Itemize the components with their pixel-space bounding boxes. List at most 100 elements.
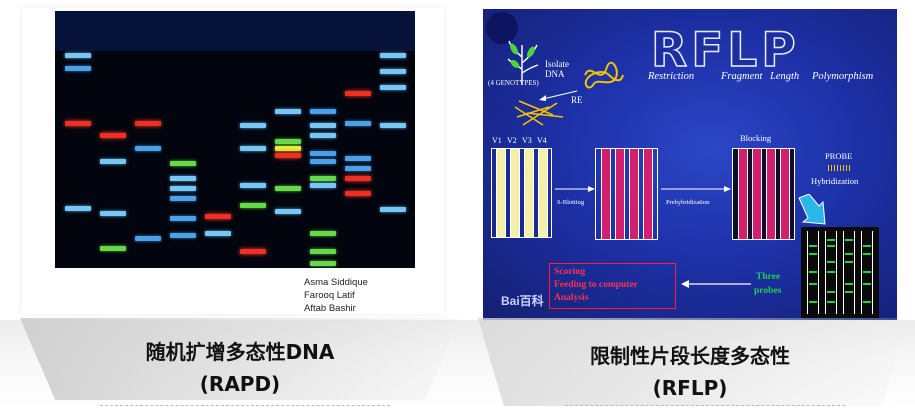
- left-arrow-icon: [681, 280, 751, 288]
- probe-band: [863, 301, 871, 303]
- gel-lanes-yellow: [491, 148, 552, 238]
- gel-band: [345, 166, 371, 171]
- probe-band: [827, 261, 835, 263]
- probe-band: [845, 261, 853, 263]
- down-arrow-icon: [798, 194, 826, 225]
- gel-band: [310, 109, 336, 114]
- blocking-label: Blocking: [740, 133, 772, 143]
- gel-band: [310, 176, 336, 181]
- three-label: Three: [756, 272, 781, 282]
- sblot-arrow-icon: [555, 186, 595, 192]
- lane-label-v1: V1: [492, 136, 502, 145]
- gel-band: [170, 233, 196, 238]
- rapd-gel-image: [55, 11, 415, 268]
- probe-band: [827, 301, 835, 303]
- probe-icon: [828, 165, 852, 171]
- re-arrow-icon: [539, 90, 578, 101]
- gel-band: [310, 123, 336, 128]
- gel-band: [65, 53, 91, 58]
- probe-band: [809, 245, 817, 247]
- gel-band: [135, 236, 161, 241]
- rflp-caption-line1: 限制性片段长度多态性: [590, 344, 790, 368]
- gel-band: [310, 159, 336, 164]
- gel-band: [380, 85, 406, 90]
- gel-band: [65, 121, 91, 126]
- rflp-caption: 限制性片段长度多态性 (RFLP): [545, 340, 835, 404]
- gel-band: [310, 133, 336, 138]
- gel-band: [380, 123, 406, 128]
- prehyb-arrow-icon: [661, 186, 731, 192]
- gel-band: [380, 69, 406, 74]
- membrane-blocking: [732, 148, 795, 240]
- gel-band: [205, 231, 231, 236]
- probe-label: PROBE: [825, 151, 853, 161]
- gel-band: [310, 249, 336, 254]
- rapd-caption-line2: (RAPD): [199, 372, 281, 396]
- probe-band: [863, 253, 871, 255]
- gel-band: [100, 246, 126, 251]
- re-label: RE: [571, 95, 583, 105]
- isolate-dna-label: Isolate DNA: [545, 59, 569, 79]
- gel-band: [310, 261, 336, 266]
- probe-band: [809, 253, 817, 255]
- dna-strand-icon: [584, 61, 624, 89]
- probes-label: probes: [754, 286, 782, 296]
- probe-band: [827, 245, 835, 247]
- rflp-title: RFLP: [650, 22, 800, 79]
- probe-band: [845, 239, 853, 241]
- gel-band: [170, 161, 196, 166]
- gel-band: [380, 207, 406, 212]
- author-name: Aftab Bashir: [304, 303, 356, 314]
- scoring-line: Feeding to computer: [554, 280, 638, 290]
- gel-band: [310, 231, 336, 236]
- hybridization-label: Hybridization: [811, 176, 859, 186]
- author-name: Asma Siddique: [304, 277, 368, 288]
- gel-band: [275, 153, 301, 158]
- author-credits: Asma Siddique Farooq Latif Aftab Bashir: [304, 276, 424, 315]
- gel-band: [170, 216, 196, 221]
- gel-band: [275, 186, 301, 191]
- rapd-caption: 随机扩增多态性DNA (RAPD): [95, 336, 385, 400]
- plant-icon: [507, 40, 539, 85]
- rflp-panel: RFLP Restriction Fragment Length Polymor…: [483, 9, 897, 320]
- caption-underline-left: [100, 405, 390, 406]
- caption-shadow-left: [20, 318, 460, 400]
- gel-band: [345, 191, 371, 196]
- gel-band: [240, 123, 266, 128]
- probe-lane: [861, 231, 873, 314]
- gel-band: [135, 146, 161, 151]
- lane-label-v3: V3: [522, 136, 532, 145]
- re-fragments-icon: [514, 100, 564, 126]
- probe-band: [827, 271, 835, 273]
- gel-band: [100, 159, 126, 164]
- caption-shadow-right: [478, 318, 908, 406]
- rapd-panel: Asma Siddique Farooq Latif Aftab Bashir: [22, 8, 444, 314]
- gel-band: [170, 196, 196, 201]
- gel-band: [65, 66, 91, 71]
- gel-band: [345, 121, 371, 126]
- sblotting-label: S-Blotting: [557, 199, 585, 206]
- probe-band: [845, 253, 853, 255]
- probe-band: [863, 245, 871, 247]
- subtitle-fragment: Fragment: [721, 71, 763, 82]
- gel-band: [275, 209, 301, 214]
- gel-band: [205, 214, 231, 219]
- gel-band: [275, 146, 301, 151]
- subtitle-polymorphism: Polymorphism: [812, 71, 874, 82]
- gel-band: [345, 91, 371, 96]
- scoring-line: Analysis: [554, 293, 589, 303]
- caption-underline-right: [565, 405, 845, 406]
- gel-band: [170, 176, 196, 181]
- lane-label-v2: V2: [507, 136, 517, 145]
- probe-band: [809, 301, 817, 303]
- gel-band: [100, 211, 126, 216]
- gel-band: [240, 203, 266, 208]
- corner-circle-decoration: [486, 12, 518, 44]
- genotypes-label: (4 GENOTYPES): [488, 79, 539, 87]
- gel-band: [135, 121, 161, 126]
- gel-top-gradient: [55, 11, 415, 51]
- scoring-line: Scoring: [554, 267, 586, 277]
- gel-band: [100, 133, 126, 138]
- probe-band: [845, 291, 853, 293]
- probe-band: [827, 239, 835, 241]
